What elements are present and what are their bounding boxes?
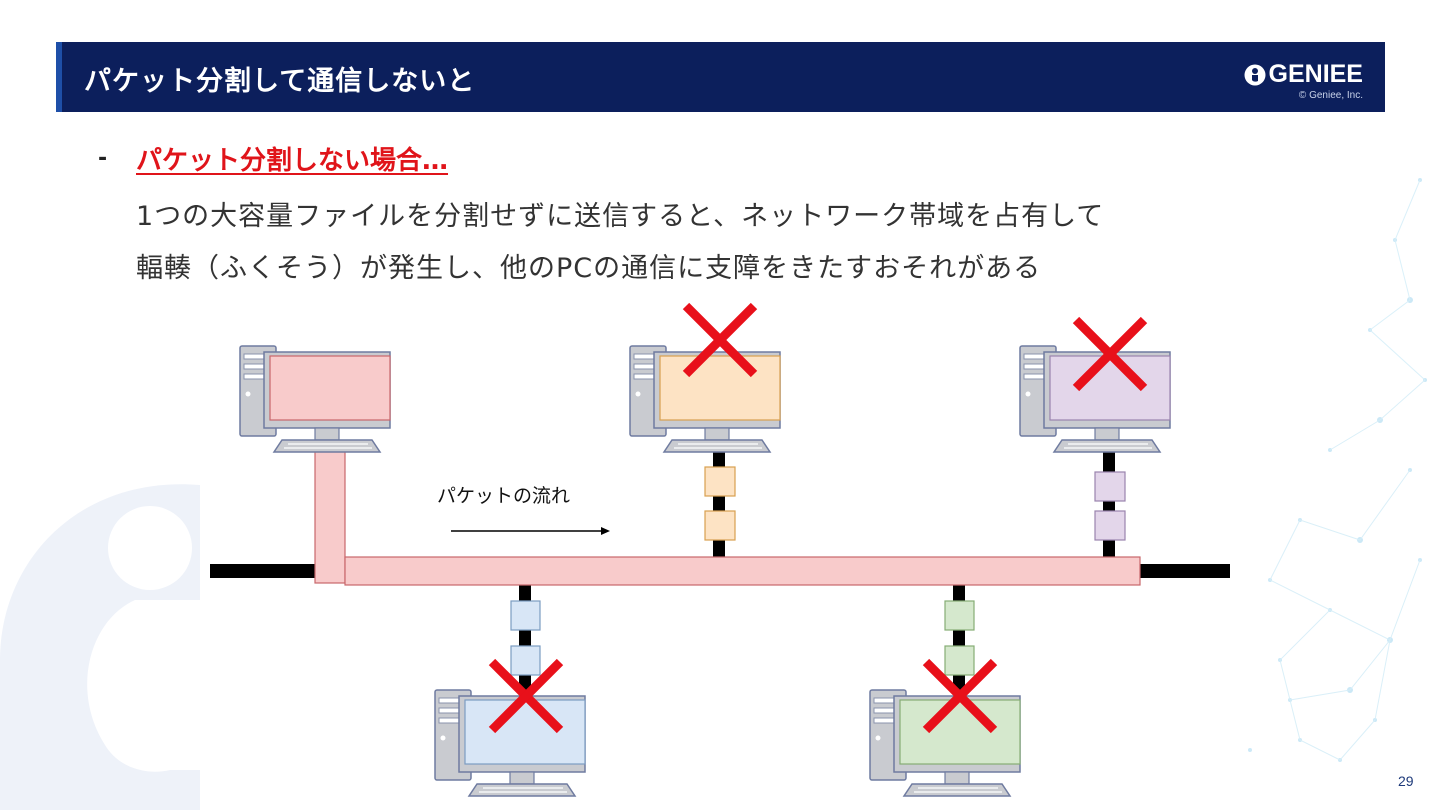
network-diagram — [210, 302, 1230, 797]
company-logo: GENIEE © Geniee, Inc. — [1244, 60, 1363, 101]
page-number: 29 — [1398, 773, 1414, 789]
title-bar-accent — [56, 42, 62, 112]
body-line-2: 輻輳（ふくそう）が発生し、他のPCの通信に支障をきたすおそれがある — [136, 253, 1042, 284]
copyright-text: © Geniee, Inc. — [1298, 90, 1363, 101]
pc-top-right — [1019, 345, 1171, 453]
flow-arrow-icon — [451, 527, 610, 535]
slide-title: パケット分割して通信しないと — [84, 66, 476, 97]
body-line-1: 1つの大容量ファイルを分割せずに送信すると、ネットワーク帯域を占有して — [136, 201, 1105, 232]
large-packet — [314, 449, 1141, 586]
packets-bottom-left — [510, 600, 541, 676]
logo-text: GENIEE — [1268, 60, 1363, 88]
packet-flow-label: パケットの流れ — [437, 485, 571, 507]
network-pattern — [1248, 178, 1427, 762]
title-bar: パケット分割して通信しないと GENIEE © Geniee, Inc. — [56, 42, 1385, 112]
red-x-mark-icon-top-middle — [682, 302, 758, 378]
red-x-mark-icon-bottom-left — [488, 658, 564, 734]
geniee-logo-icon — [1244, 64, 1266, 85]
pc-bottom-left — [434, 689, 586, 797]
pc-sender — [239, 345, 391, 453]
bullet-heading: パケット分割しない場合… — [136, 146, 449, 176]
red-x-mark-icon-bottom-right — [922, 658, 998, 734]
pc-top-middle — [629, 345, 781, 453]
packets-bottom-right — [944, 600, 975, 676]
bullet-marker: - — [98, 146, 108, 171]
packets-top-right — [1094, 471, 1126, 541]
red-x-mark-icon-top-right — [1072, 316, 1148, 392]
packets-top-middle — [704, 466, 736, 541]
